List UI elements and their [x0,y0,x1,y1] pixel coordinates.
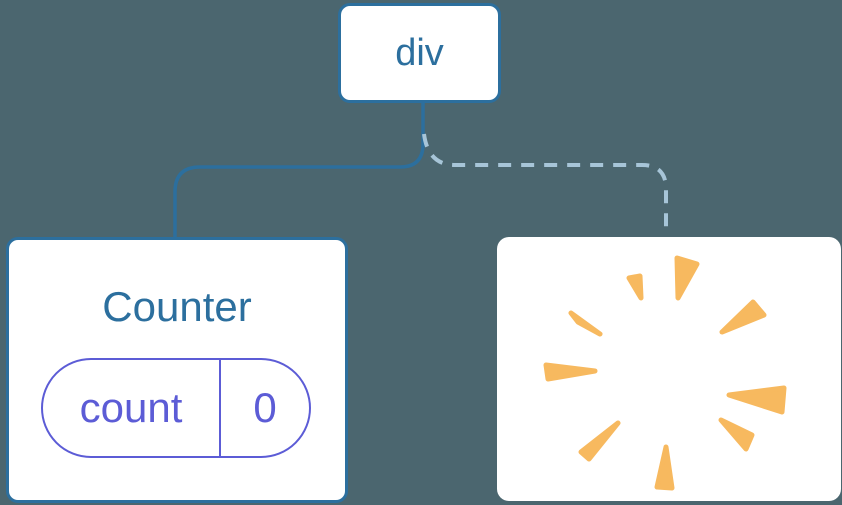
dashed-edge [422,133,668,236]
root-node: div [338,3,501,103]
removed-node [497,237,841,501]
state-value: 0 [253,384,277,431]
state-pill: count 0 [41,358,311,458]
counter-node: Counter count 0 [6,237,348,503]
state-key-label: count [43,360,221,456]
counter-node-title: Counter [102,283,252,330]
root-node-label: div [395,32,444,74]
poof-icon [543,255,787,491]
solid-edge [173,103,425,237]
